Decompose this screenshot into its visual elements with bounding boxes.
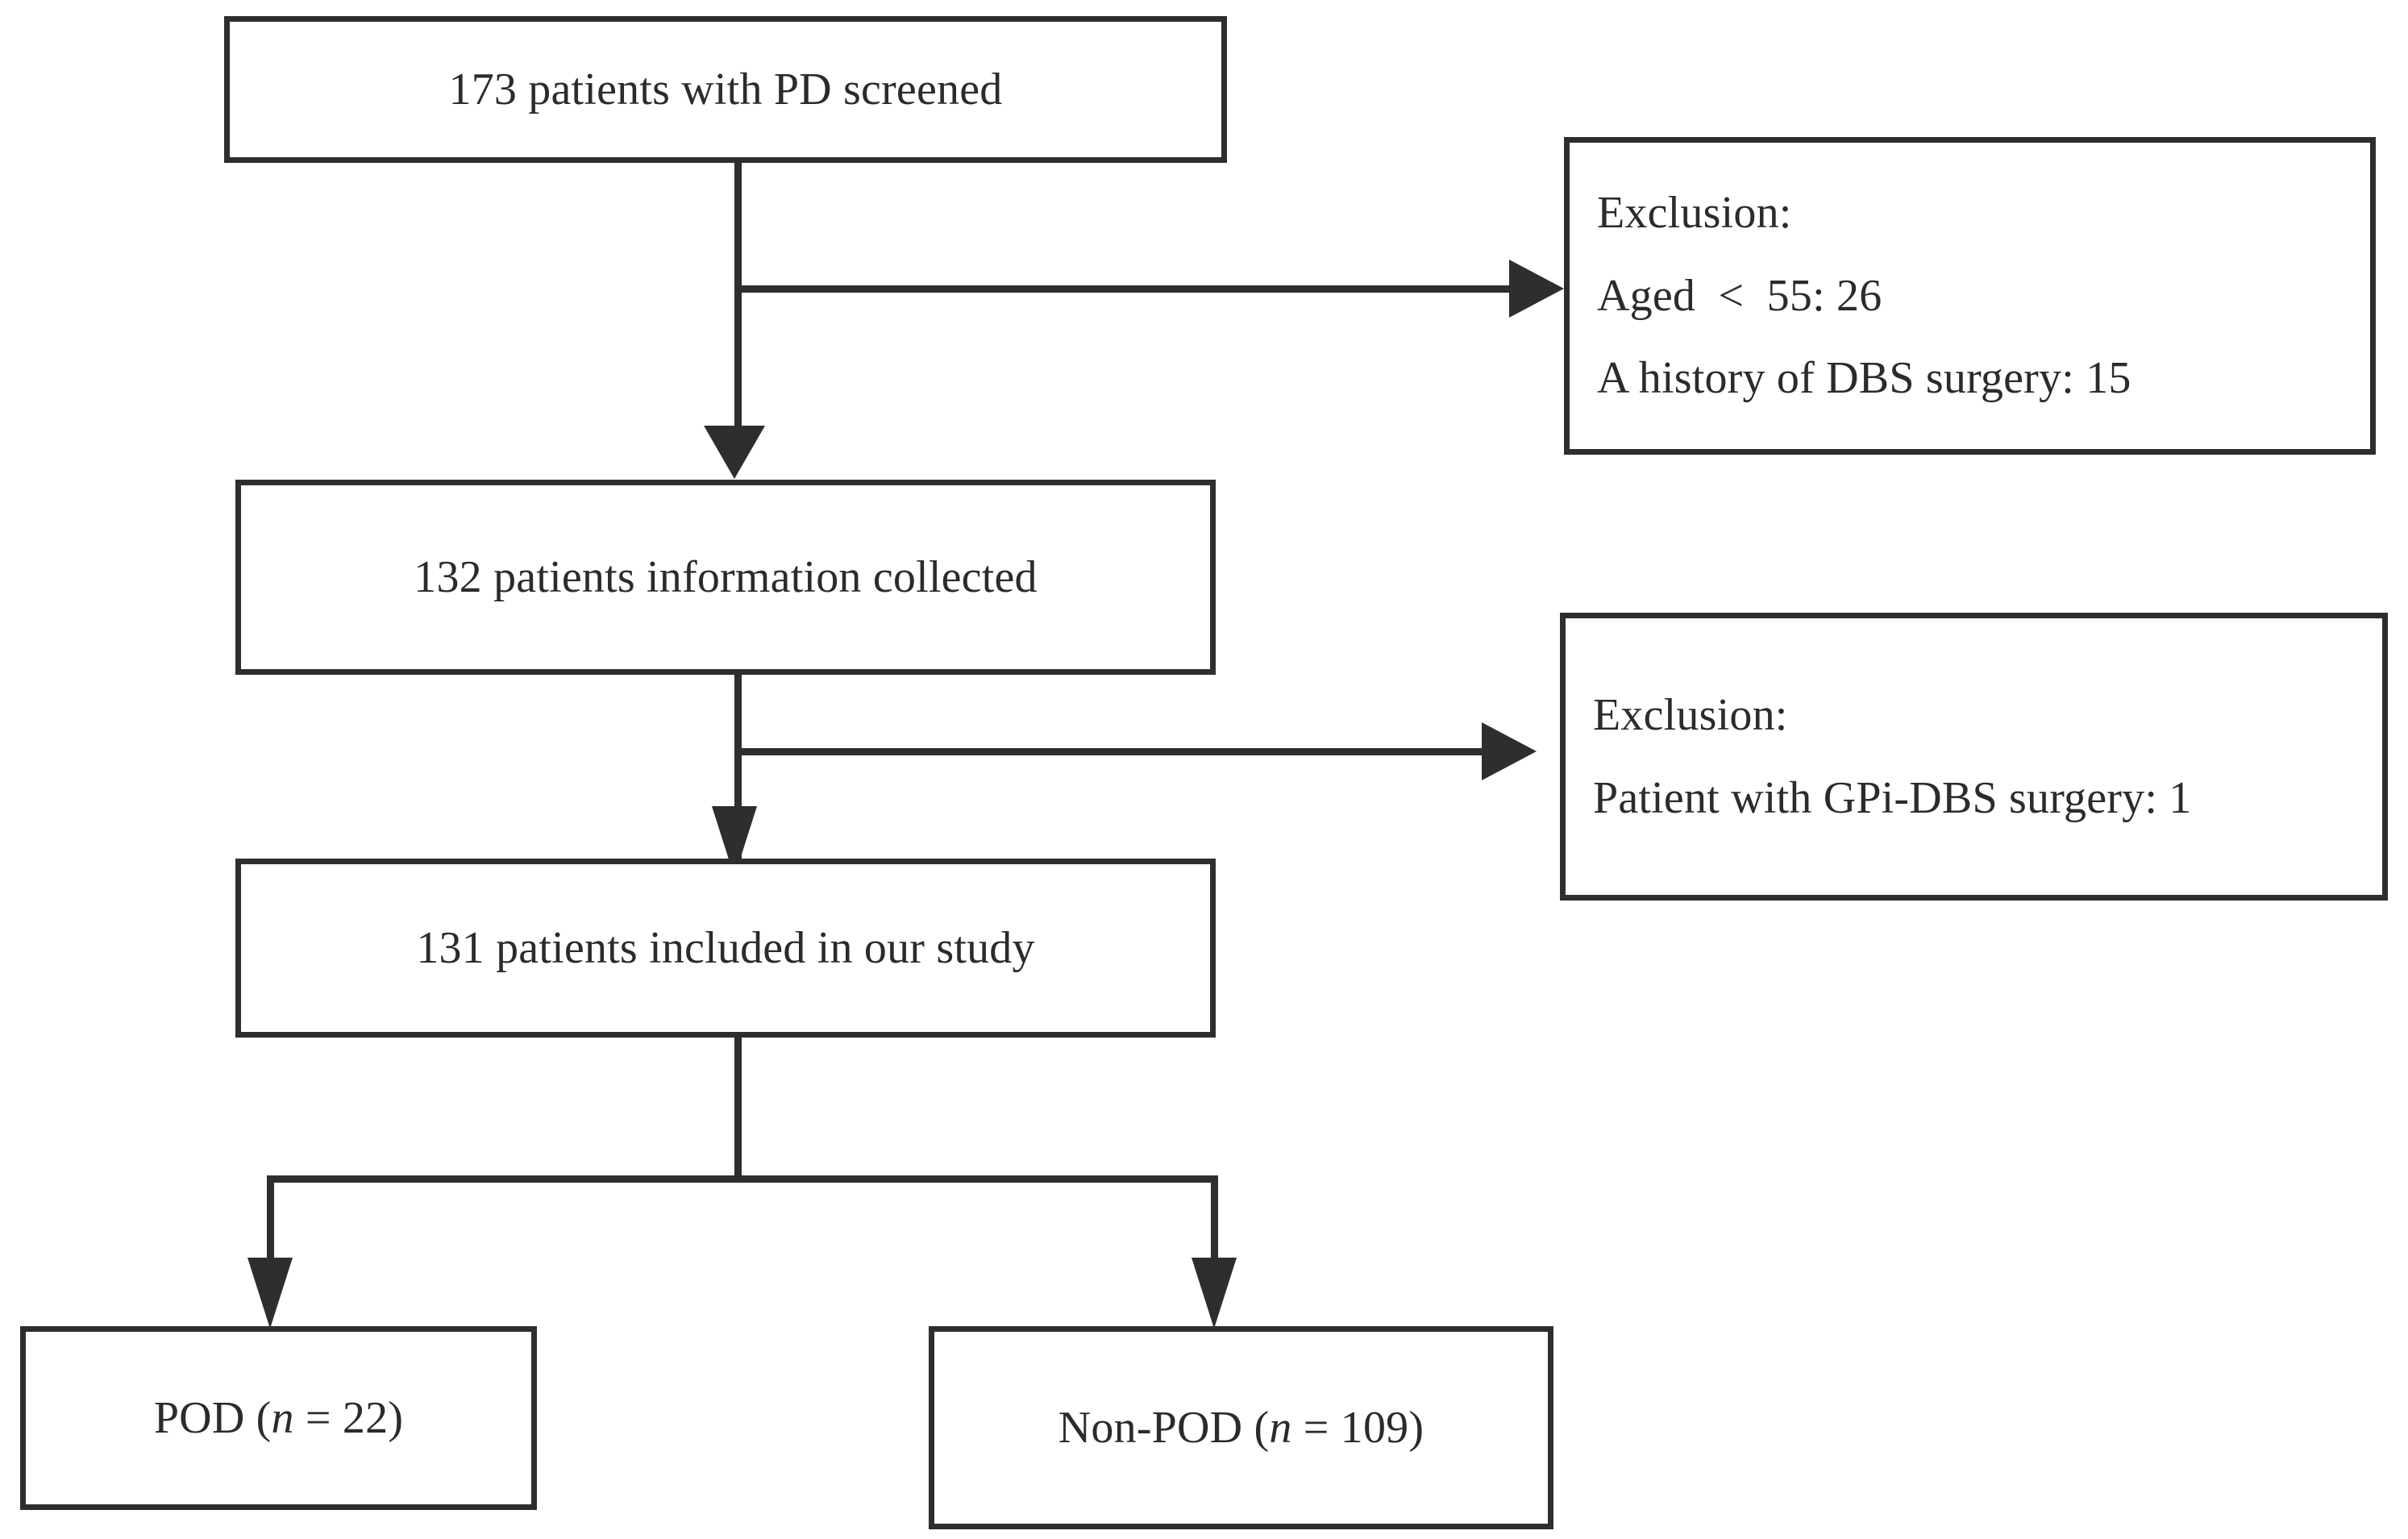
- arrowhead-down-to-collected: [704, 426, 765, 479]
- node-exclusion-2: Exclusion: Patient with GPi-DBS surgery:…: [1560, 613, 2388, 901]
- connector-split-bar: [267, 1175, 1218, 1183]
- connector-split-right-leg: [1211, 1175, 1218, 1292]
- pod-suffix: ): [388, 1392, 404, 1443]
- node-collected: 132 patients information collected: [235, 480, 1216, 675]
- node-pod-label: POD (n = 22): [153, 1392, 404, 1443]
- arrowhead-down-to-pod: [247, 1258, 293, 1329]
- connector-collected-to-exclusion-2: [734, 748, 1484, 755]
- non-pod-value: 109: [1340, 1402, 1409, 1453]
- node-collected-label: 132 patients information collected: [414, 551, 1038, 602]
- node-included: 131 patients included in our study: [235, 859, 1216, 1038]
- exclusion-1-content: Exclusion: Aged < 55: 26 A history of DB…: [1570, 189, 2131, 402]
- arrowhead-right-to-exclusion-2: [1482, 722, 1537, 780]
- arrowhead-right-to-exclusion-1: [1509, 260, 1564, 318]
- exclusion-2-heading: Exclusion:: [1593, 689, 1788, 740]
- non-pod-prefix: Non-POD (: [1058, 1402, 1270, 1453]
- exclusion-2-content: Exclusion: Patient with GPi-DBS surgery:…: [1566, 689, 2192, 823]
- node-exclusion-1: Exclusion: Aged < 55: 26 A history of DB…: [1564, 137, 2376, 455]
- arrowhead-down-to-non-pod: [1192, 1258, 1237, 1329]
- node-screened-label: 173 patients with PD screened: [448, 64, 1003, 114]
- pod-prefix: POD (: [153, 1392, 272, 1443]
- non-pod-variable: n: [1269, 1402, 1292, 1453]
- connector-included-to-split: [734, 1038, 742, 1183]
- node-included-label: 131 patients included in our study: [416, 922, 1035, 973]
- non-pod-middle: =: [1291, 1402, 1341, 1453]
- node-pod: POD (n = 22): [20, 1326, 537, 1510]
- connector-screened-to-collected: [734, 161, 742, 431]
- pod-middle: =: [293, 1392, 343, 1443]
- exclusion-1-heading: Exclusion:: [1597, 187, 1792, 238]
- exclusion-1-reason-age: Aged < 55: 26: [1597, 270, 1882, 321]
- pod-value: 22: [342, 1392, 389, 1443]
- non-pod-suffix: ): [1408, 1402, 1424, 1453]
- pod-variable: n: [271, 1392, 294, 1443]
- connector-screened-to-exclusion-1: [734, 285, 1512, 293]
- connector-split-left-leg: [267, 1175, 274, 1292]
- exclusion-2-reason-gpi: Patient with GPi-DBS surgery: 1: [1593, 772, 2192, 823]
- node-non-pod: Non-POD (n = 109): [929, 1326, 1553, 1529]
- node-screened: 173 patients with PD screened: [224, 16, 1227, 163]
- connector-collected-to-included: [734, 675, 742, 931]
- exclusion-1-reason-dbs: A history of DBS surgery: 15: [1597, 353, 2131, 404]
- node-non-pod-label: Non-POD (n = 109): [1058, 1404, 1424, 1452]
